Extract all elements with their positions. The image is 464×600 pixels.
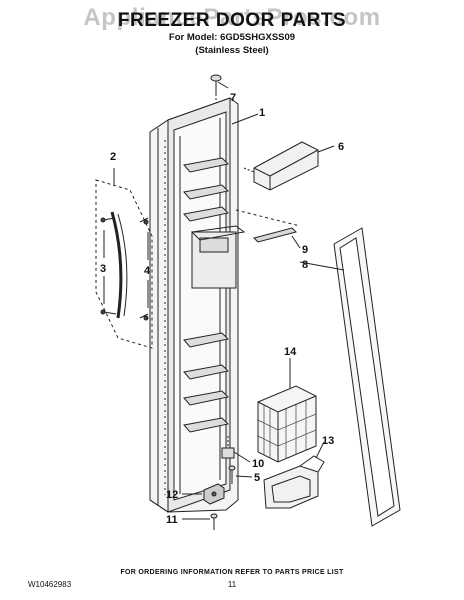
document-number: W10462983 xyxy=(28,580,72,589)
callout-9: 9 xyxy=(302,244,308,256)
hinge-screw xyxy=(228,465,236,484)
door-panel xyxy=(149,97,246,513)
callout-10: 10 xyxy=(252,458,264,470)
ordering-note: FOR ORDERING INFORMATION REFER TO PARTS … xyxy=(120,569,344,576)
callout-5: 5 xyxy=(254,472,260,484)
ice-bucket-basket xyxy=(257,385,317,463)
page-title: FREEZER DOOR PARTS xyxy=(117,10,347,31)
callout-14: 14 xyxy=(284,346,297,358)
callout-4: 4 xyxy=(144,265,151,277)
lower-bracket xyxy=(263,455,325,509)
leader-lines xyxy=(103,81,345,520)
callout-13: 13 xyxy=(322,435,334,447)
watermark: AppliancePartsPros.com xyxy=(83,4,381,31)
callout-12: 12 xyxy=(166,489,178,501)
hinge-bracket xyxy=(221,436,235,459)
finish-line: (Stainless Steel) xyxy=(195,45,269,56)
callout-2: 2 xyxy=(110,151,116,163)
callout-numbers: 7 1 2 3 4 6 9 8 14 13 10 5 12 11 xyxy=(100,92,344,526)
door-shelf-bin xyxy=(243,141,319,191)
callout-8: 8 xyxy=(302,259,308,271)
door-gasket xyxy=(333,227,401,527)
door-handle xyxy=(95,179,153,349)
bottom-hinge xyxy=(203,483,225,505)
callout-11: 11 xyxy=(166,514,178,526)
callout-7: 7 xyxy=(230,92,236,104)
trim-strip xyxy=(235,209,301,243)
callout-3: 3 xyxy=(100,263,106,275)
page-number: 11 xyxy=(227,580,237,589)
top-screw xyxy=(210,74,222,102)
callout-6: 6 xyxy=(338,141,344,153)
bottom-screw xyxy=(210,513,218,530)
model-line: For Model: 6GD5SHGXSS09 xyxy=(168,32,296,43)
callout-1: 1 xyxy=(259,107,265,119)
